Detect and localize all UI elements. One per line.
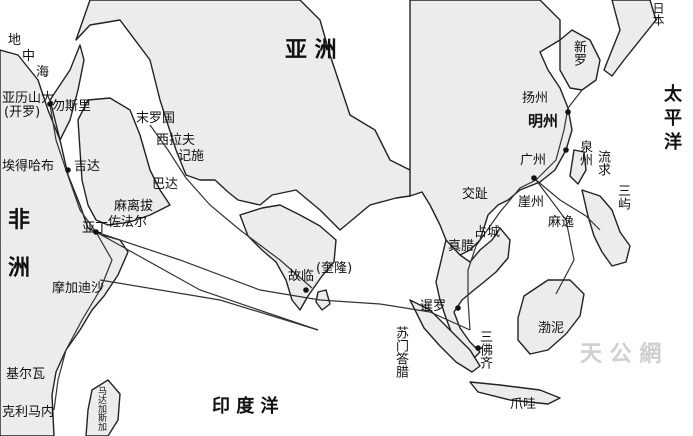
borneo-landmass — [517, 279, 585, 355]
jiaozhi-label: 交趾 — [462, 187, 489, 202]
route-china-philippines — [535, 179, 601, 231]
madagascar-label: 马达加斯加 — [96, 386, 106, 431]
guangzhou-label: 广州 — [520, 153, 547, 168]
kish-label: 记施 — [178, 149, 205, 164]
quanzhou-label: 泉州 — [577, 140, 592, 166]
route-china-north — [535, 89, 583, 181]
route-mogadishu-india — [99, 279, 319, 331]
route-east-africa — [53, 231, 113, 411]
route-china-borneo — [535, 179, 575, 295]
port-markers — [47, 101, 571, 351]
port-siam — [455, 305, 461, 311]
mediterranean-label-3: 海 — [36, 65, 50, 80]
taiwan-landmass — [569, 149, 587, 185]
kollam-label: (奎隆) — [316, 261, 353, 276]
silla-label: 新罗 — [571, 40, 586, 66]
route-aden-quilon-2 — [95, 231, 319, 331]
mediterranean-label-2: 中 — [22, 49, 36, 64]
yazhou-label: 崖州 — [518, 195, 545, 210]
pacific-label-2: 平 — [664, 108, 682, 129]
port-quanzhou — [563, 147, 569, 153]
japan-landmass — [603, 0, 657, 77]
mogadishu-label: 摩加迪沙 — [52, 281, 105, 296]
zhenla-label: 真腊 — [448, 239, 475, 254]
port-mingzhou — [565, 109, 571, 115]
korea-landmass — [559, 29, 601, 91]
quilon-label: 故临 — [288, 269, 315, 284]
route-india-sumatra — [319, 299, 471, 331]
quelimane-label: 克利马内 — [2, 405, 55, 420]
india-landmass — [239, 204, 337, 311]
java-label: 爪哇 — [510, 397, 537, 412]
port-srivijaya — [475, 345, 481, 351]
cairo-label: (开罗) — [4, 105, 41, 120]
alexandria-label: 亚历山大 — [2, 91, 55, 106]
aidhab-label: 埃得哈布 — [2, 159, 55, 174]
port-guangzhou — [531, 175, 537, 181]
basra-label: 巴达 — [152, 177, 179, 192]
indochina-landmass — [435, 227, 511, 359]
pacific-label-1: 太 — [664, 84, 682, 105]
borneo-label: 渤泥 — [538, 321, 565, 336]
watermark: 天 公 網 — [580, 342, 662, 367]
sanyu-label: 三屿 — [615, 184, 630, 210]
sumatra-label: 苏门答腊 — [393, 326, 408, 378]
port-aden — [93, 229, 99, 235]
mediterranean-label-1: 地 — [8, 33, 22, 48]
jeddah-label: 吉达 — [74, 159, 101, 174]
java-landmass — [469, 381, 561, 405]
mingzhou-label: 明州 — [528, 112, 559, 130]
liuqiu-label: 流求 — [595, 150, 610, 176]
aden-label: 亚丁 — [82, 221, 109, 236]
asia-label: 亚 洲 — [285, 38, 337, 63]
indian-ocean-label: 印 度 洋 — [212, 396, 279, 417]
fustat-label: 勿斯里 — [52, 99, 92, 114]
port-alexandria — [47, 101, 53, 107]
srivijaya-label: 三佛齐 — [477, 330, 492, 369]
zhancheng-label: 占城 — [474, 225, 501, 240]
africa-label-1: 非 — [8, 208, 31, 233]
route-persian-gulf — [149, 124, 313, 289]
sumatra-landmass — [409, 299, 481, 373]
siam-label: 暹罗 — [420, 299, 447, 314]
arabian-peninsula — [77, 97, 171, 226]
arabia-landmass — [75, 0, 419, 231]
dhofar-label: 佐法尔 — [108, 215, 148, 230]
port-jeddah — [65, 167, 71, 173]
route-aden-india — [95, 231, 321, 301]
mayi-label: 麻逸 — [548, 215, 575, 230]
port-quilon — [303, 287, 309, 293]
muscat-label: 末罗国 — [136, 111, 176, 126]
kilwa-label: 基尔瓦 — [6, 367, 46, 382]
pacific-label-3: 洋 — [664, 132, 682, 153]
route-sea-china — [467, 179, 537, 331]
philippines-landmass — [581, 189, 631, 267]
mirbat-label: 麻离拔 — [114, 199, 154, 214]
japan-label: 日本 — [651, 2, 665, 26]
yangzhou-label: 扬州 — [522, 91, 549, 106]
africa-label-2: 洲 — [8, 256, 31, 281]
sinai-landmass — [49, 44, 85, 141]
madagascar-landmass — [85, 379, 121, 436]
siraf-label: 西拉夫 — [156, 133, 196, 148]
